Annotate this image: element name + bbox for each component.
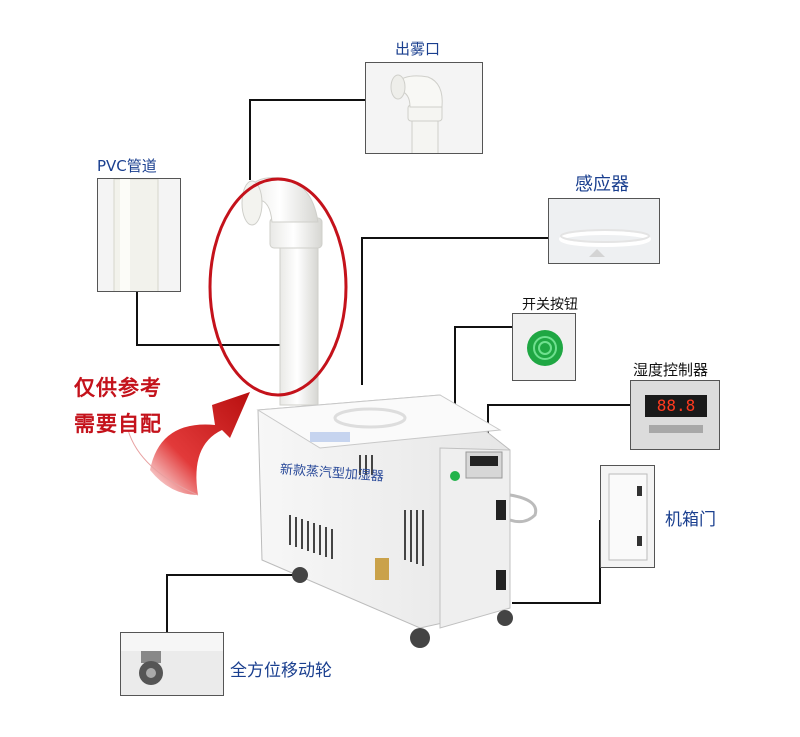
humidity-controller-photo: 88.8 [630, 380, 720, 450]
sensor-label: 感应器 [575, 174, 629, 195]
note-line-2: 需要自配 [74, 412, 162, 436]
switch-button-label: 开关按钮 [522, 297, 578, 313]
pvc-pipe-drawing [241, 177, 323, 406]
casters-label: 全方位移动轮 [230, 661, 332, 681]
pvc-pipe-photo [97, 178, 181, 292]
controller-display: 88.8 [645, 395, 707, 417]
cabinet-door-photo [600, 465, 655, 568]
wheel-icon [121, 633, 223, 685]
humidity-controller-label: 湿度控制器 [633, 361, 709, 379]
note-line-1: 仅供参考 [74, 376, 162, 400]
green-switch-icon [527, 330, 563, 366]
sensor-photo [548, 198, 660, 264]
pvc-pipe-label: PVC管道 [97, 157, 157, 175]
outlet-photo [365, 62, 483, 154]
casters-photo [120, 632, 224, 696]
machine-body [256, 394, 538, 648]
door-icon [608, 473, 648, 561]
red-arrow [150, 392, 250, 495]
elbow-icon [390, 74, 443, 153]
highlight-ellipse [208, 177, 348, 397]
display-digits: 88.8 [656, 396, 696, 415]
cabinet-door-label: 机箱门 [665, 510, 716, 530]
switch-button-photo [512, 313, 576, 381]
outlet-label: 出雾口 [395, 40, 441, 58]
pipe-segment-icon [113, 179, 159, 291]
cable-coil-icon [559, 229, 651, 257]
